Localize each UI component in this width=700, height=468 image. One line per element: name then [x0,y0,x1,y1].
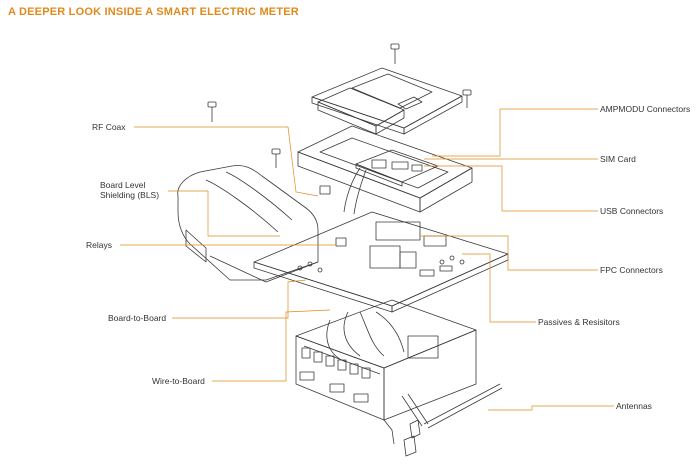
label-bls-line2: Shielding (BLS) [100,190,160,200]
label-fpc: FPC Connectors [600,265,663,275]
screw-mid [271,148,281,168]
diagram-title: A DEEPER LOOK INSIDE A SMART ELECTRIC ME… [8,6,299,18]
label-ampmodu: AMPMODU Connectors [600,104,691,114]
label-passives: Passives & Resisitors [538,317,620,327]
screw-top-right [462,89,472,108]
label-wire-to-board: Wire-to-Board [152,376,205,386]
upper-housing-tray [297,125,473,213]
leader-wire-to-board [212,309,331,382]
display-module [317,87,405,135]
leader-passives [462,253,536,323]
label-rf-coax: RF Coax [92,122,126,132]
screw-left [207,101,217,122]
internal-wiring [326,311,405,363]
leader-fpc [420,235,598,271]
leader-bls [168,190,280,237]
top-cover-plate [311,67,463,135]
main-pcb [253,211,509,313]
board-level-shield [177,165,319,283]
callout-leaders [120,108,614,411]
leader-usb [424,165,598,212]
label-usb: USB Connectors [600,206,664,216]
label-antennas: Antennas [616,401,652,411]
leader-ampmodu [432,108,598,157]
screw-top-center [390,43,400,64]
label-relays: Relays [86,240,112,250]
leader-rf-coax [134,126,319,197]
leader-board-to-board [172,279,307,319]
antenna-assembly [401,383,503,457]
base-housing [295,299,477,445]
comms-board [343,149,439,215]
label-sim-card: SIM Card [600,154,636,164]
label-board-to-board: Board-to-Board [108,313,167,323]
leader-antennas [488,405,614,411]
label-bls-line1: Board Level [100,180,146,190]
